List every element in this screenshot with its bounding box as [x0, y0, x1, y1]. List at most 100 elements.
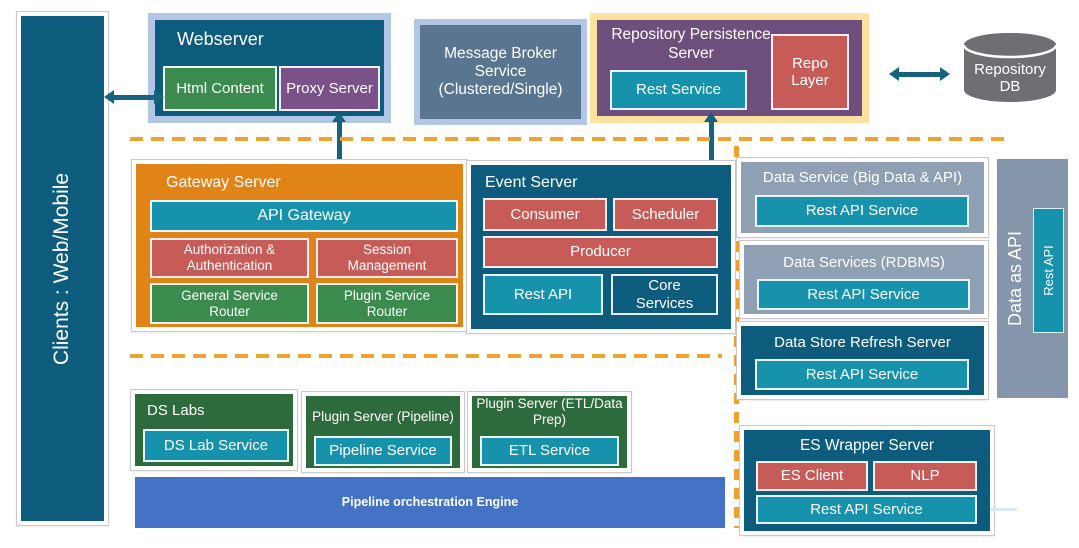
- event-server-title: Event Server: [485, 174, 578, 191]
- es-wrapper-frame: ES Wrapper Server ES Client NLP Rest API…: [739, 425, 995, 536]
- repository-db: Repository DB: [962, 31, 1058, 104]
- data-service-rdbms-box: Data Services (RDBMS) Rest API Service: [744, 245, 984, 314]
- es-wrapper-title: ES Wrapper Server: [799, 437, 935, 454]
- data-store-refresh-frame: Data Store Refresh Server Rest API Servi…: [736, 321, 989, 400]
- plugin-etl-title: Plugin Server (ETL/Data Prep): [476, 396, 623, 428]
- repo-layer-node: Repo Layer: [771, 34, 849, 110]
- repository-db-label-wrap: Repository DB: [962, 57, 1058, 99]
- double-arrow-icon-webserver-gateway: [332, 112, 346, 171]
- message-broker-label: Message Broker Service (Clustered/Single…: [438, 45, 563, 98]
- clients-bar-frame: Clients : Web/Mobile: [16, 11, 109, 526]
- pipeline-service-node: Pipeline Service: [314, 436, 452, 466]
- general-service-router-label: General Service Router: [181, 287, 278, 319]
- plugin-service-router-node: Plugin Service Router: [316, 283, 458, 324]
- plugin-pipeline-title: Plugin Server (Pipeline): [312, 409, 454, 424]
- clients-bar: Clients : Web/Mobile: [21, 16, 104, 521]
- gateway-server-box: Gateway Server API Gateway Authorization…: [136, 164, 463, 327]
- consumer-node: Consumer: [483, 198, 607, 231]
- consumer-label: Consumer: [510, 205, 580, 223]
- rest-api-label: Rest API: [513, 285, 573, 303]
- ds-labs-box: DS Labs DS Lab Service: [135, 394, 293, 466]
- nlp-node: NLP: [873, 461, 977, 491]
- etl-service-node: ETL Service: [480, 436, 619, 466]
- pipeline-service-label: Pipeline Service: [329, 442, 437, 460]
- session-management-node: Session Management: [316, 238, 458, 278]
- core-services-label: Core Services: [635, 277, 694, 312]
- dashed-divider-middle: [130, 354, 722, 358]
- gateway-server-frame: Gateway Server API Gateway Authorization…: [131, 159, 468, 332]
- data-as-api-label: Data as API: [1005, 230, 1026, 327]
- plugin-pipeline-frame: Plugin Server (Pipeline) Pipeline Servic…: [301, 391, 465, 473]
- ds-labs-title: DS Labs: [147, 402, 205, 419]
- ds-lab-service-label: DS Lab Service: [163, 436, 269, 454]
- double-arrow-icon-repo-db: [889, 67, 950, 81]
- repo-persistence-box: Repository Persistence Server Rest Servi…: [590, 13, 869, 123]
- webserver-box: Webserver Html Content Proxy Server: [148, 13, 391, 123]
- data-store-refresh-title: Data Store Refresh Server: [774, 334, 951, 351]
- es-client-node: ES Client: [756, 461, 868, 491]
- es-rest-api-service-label: Rest API Service: [810, 500, 923, 518]
- rest-api-node: Rest API: [483, 274, 603, 315]
- bigdata-rest-api-service-node: Rest API Service: [755, 195, 969, 227]
- html-content-label: Html Content: [176, 79, 264, 97]
- data-as-api-rest-api-label: Rest API: [1041, 245, 1057, 296]
- ds-lab-service-node: DS Lab Service: [143, 429, 289, 462]
- api-gateway-label: API Gateway: [257, 206, 351, 224]
- core-services-node: Core Services: [611, 274, 718, 315]
- es-wrapper-box: ES Wrapper Server ES Client NLP Rest API…: [744, 430, 990, 531]
- double-arrow-icon-repo-event: [704, 112, 718, 171]
- data-as-api-bar: Data as API Rest API: [997, 159, 1068, 398]
- auth-node: Authorization & Authentication: [150, 238, 309, 278]
- proxy-server-label: Proxy Server: [286, 79, 373, 97]
- data-as-api-rest-api-node: Rest API: [1033, 208, 1064, 333]
- general-service-router-node: General Service Router: [150, 283, 309, 324]
- clients-label-wrap: Clients : Web/Mobile: [21, 16, 104, 521]
- plugin-pipeline-box: Plugin Server (Pipeline) Pipeline Servic…: [306, 396, 460, 468]
- webserver-title: Webserver: [177, 29, 264, 49]
- refresh-rest-api-service-node: Rest API Service: [755, 359, 969, 390]
- pipeline-engine-bar: Pipeline orchestration Engine: [135, 477, 725, 528]
- proxy-server-node: Proxy Server: [279, 66, 380, 111]
- scheduler-label: Scheduler: [631, 205, 700, 223]
- etl-service-label: ETL Service: [508, 442, 591, 460]
- connector-line: [990, 508, 1017, 511]
- clients-label: Clients : Web/Mobile: [50, 172, 74, 365]
- event-server-frame: Event Server Consumer Scheduler Producer…: [466, 160, 736, 334]
- api-gateway-node: API Gateway: [150, 200, 458, 232]
- event-server-box: Event Server Consumer Scheduler Producer…: [471, 165, 731, 329]
- data-service-bigdata-title: Data Service (Big Data & API): [762, 169, 963, 186]
- repository-db-label: Repository DB: [974, 60, 1046, 95]
- html-content-node: Html Content: [163, 66, 277, 111]
- session-management-label: Session Management: [347, 242, 427, 273]
- refresh-rest-api-service-label: Rest API Service: [805, 365, 919, 383]
- repo-persistence-title: Repository Persistence Server: [611, 26, 771, 62]
- bigdata-rest-api-service-label: Rest API Service: [805, 202, 919, 220]
- dashed-divider-top: [130, 137, 1008, 141]
- data-store-refresh-box: Data Store Refresh Server Rest API Servi…: [741, 326, 984, 395]
- message-broker-node: Message Broker Service (Clustered/Single…: [414, 19, 587, 125]
- plugin-service-router-label: Plugin Service Router: [343, 287, 431, 319]
- gateway-server-title: Gateway Server: [166, 174, 281, 191]
- scheduler-node: Scheduler: [613, 198, 718, 231]
- producer-node: Producer: [483, 236, 718, 268]
- ds-labs-frame: DS Labs DS Lab Service: [130, 389, 298, 471]
- plugin-etl-box: ETL Service: [472, 396, 627, 468]
- data-as-api-label-wrap: Data as API: [997, 159, 1035, 398]
- data-service-bigdata-box: Data Service (Big Data & API) Rest API S…: [741, 162, 984, 233]
- producer-label: Producer: [570, 243, 631, 261]
- rdbms-rest-api-service-node: Rest API Service: [757, 279, 970, 310]
- es-rest-api-service-node: Rest API Service: [756, 495, 977, 524]
- auth-label: Authorization & Authentication: [183, 242, 276, 273]
- pipeline-engine-label: Pipeline orchestration Engine: [341, 495, 519, 510]
- rdbms-rest-api-service-label: Rest API Service: [807, 285, 920, 303]
- nlp-label: NLP: [910, 467, 940, 485]
- data-service-bigdata-frame: Data Service (Big Data & API) Rest API S…: [736, 157, 989, 238]
- rest-service-label: Rest Service: [635, 81, 722, 99]
- repo-layer-label: Repo Layer: [791, 54, 829, 89]
- data-service-rdbms-title: Data Services (RDBMS): [783, 254, 945, 271]
- data-service-rdbms-frame: Data Services (RDBMS) Rest API Service: [739, 240, 989, 319]
- rest-service-node: Rest Service: [610, 70, 747, 110]
- es-client-label: ES Client: [780, 467, 844, 485]
- plugin-etl-frame: Plugin Server (ETL/Data Prep) ETL Servic…: [467, 391, 632, 473]
